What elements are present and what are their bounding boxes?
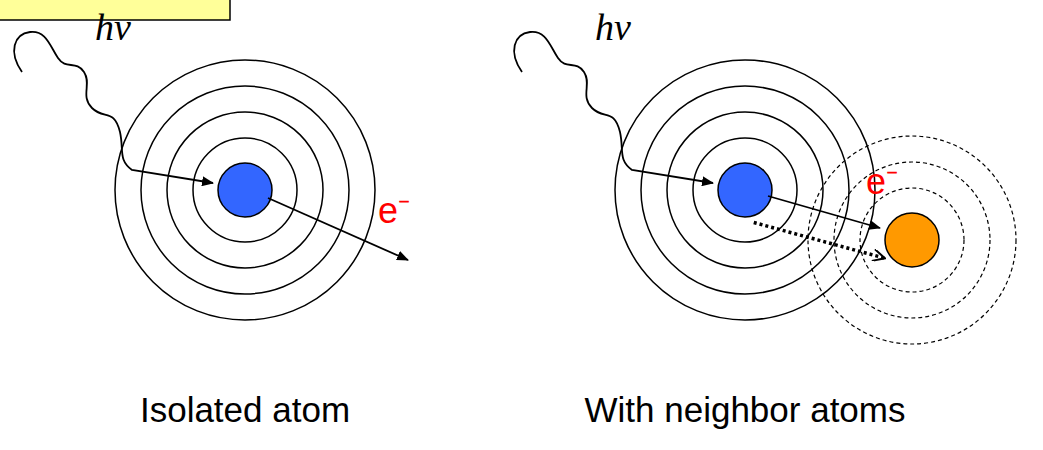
electron-label: e⁻ <box>866 164 898 200</box>
atom <box>218 163 272 217</box>
electron-label: e⁻ <box>378 193 410 229</box>
backscatter-path <box>752 222 884 258</box>
photon-label: hν <box>95 8 131 46</box>
neighbor-shells <box>808 136 1016 344</box>
photon-wave <box>14 32 213 183</box>
photon-wave <box>514 32 713 183</box>
caption-text: With neighbor atoms <box>585 392 906 427</box>
electron-path <box>768 196 880 228</box>
caption-text: Isolated atom <box>140 392 350 427</box>
electron-shells <box>615 60 875 320</box>
photon-label: hν <box>595 8 631 46</box>
neighbor-atom <box>885 213 939 267</box>
atom <box>718 163 772 217</box>
electron-shells <box>115 60 375 320</box>
